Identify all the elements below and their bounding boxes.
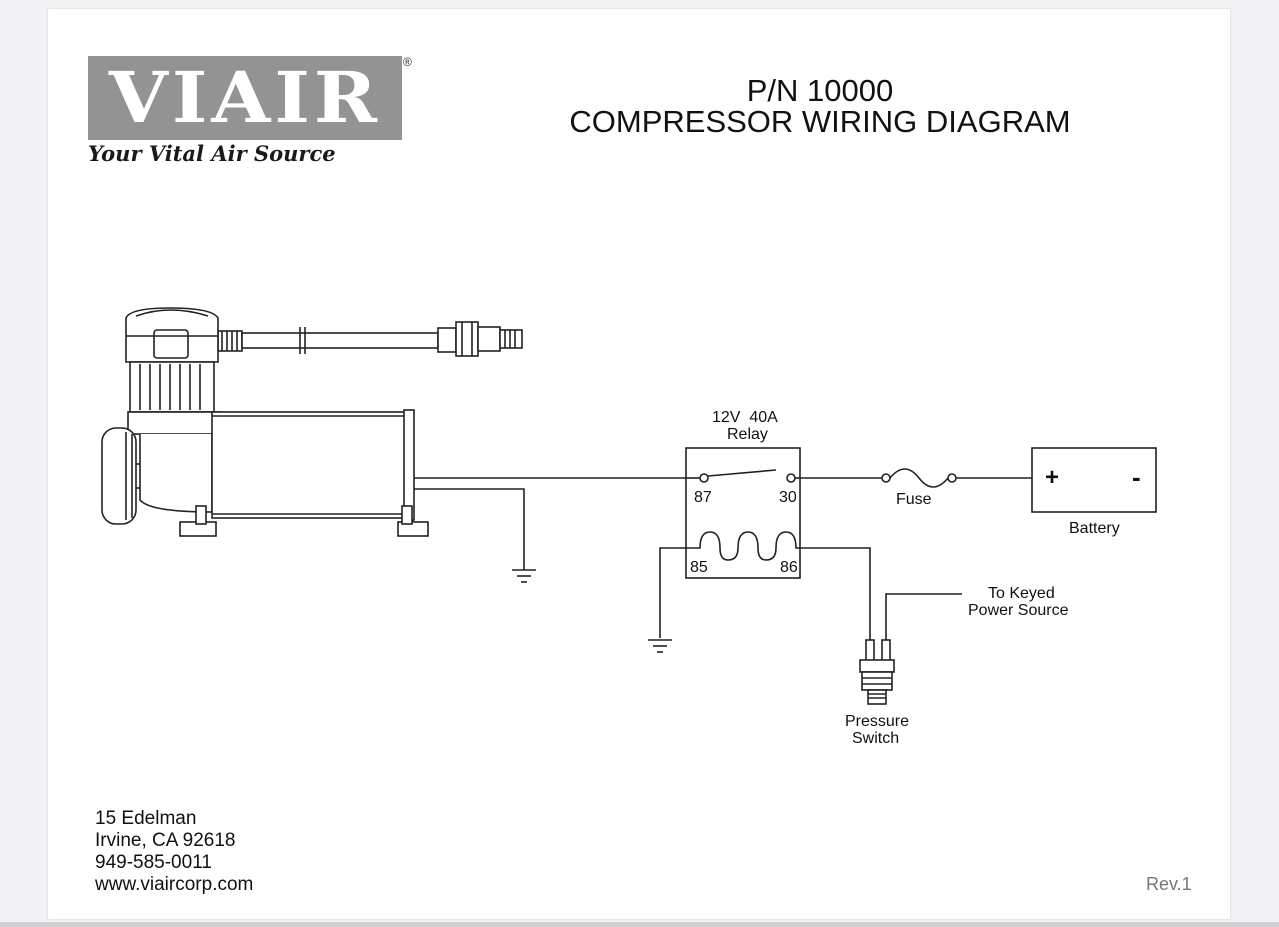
part-number: P/N 10000 xyxy=(746,73,894,108)
pressure-switch-illustration xyxy=(859,639,895,705)
wire-motor-ground xyxy=(414,488,525,570)
pressure-switch-label-line2: Switch xyxy=(852,730,900,747)
fuse-symbol xyxy=(881,468,957,488)
relay-pin-30: 30 xyxy=(779,489,797,506)
fuse-label: Fuse xyxy=(896,491,932,508)
company-address: 15 Edelman Irvine, CA 92618 949-585-0011… xyxy=(95,808,253,896)
relay-rating-label: 12V 40A xyxy=(712,409,778,426)
relay-name-label: Relay xyxy=(727,426,768,443)
scroll-edge xyxy=(0,922,1279,927)
relay-pin-85: 85 xyxy=(690,559,708,576)
logo-tagline: Your Vital Air Source xyxy=(88,141,336,166)
revision-label: Rev.1 xyxy=(1146,874,1192,894)
wire-switch-to-power xyxy=(885,593,962,654)
power-source-label-line2: Power Source xyxy=(968,602,1069,619)
diagram-name: COMPRESSOR WIRING DIAGRAM xyxy=(569,104,1071,139)
wire-86-to-switch xyxy=(800,547,871,654)
battery-label: Battery xyxy=(1069,520,1120,537)
address-city: Irvine, CA 92618 xyxy=(95,830,236,851)
ground-symbol-relay xyxy=(648,639,672,653)
relay-pin-87: 87 xyxy=(694,489,712,506)
registered-mark: ® xyxy=(403,55,412,69)
compressor-illustration xyxy=(101,307,523,537)
air-hose xyxy=(217,321,523,357)
ground-symbol-motor xyxy=(512,569,536,583)
battery-symbol xyxy=(1031,447,1157,513)
viair-logo: VIAIR xyxy=(88,56,402,140)
power-source-label-line1: To Keyed xyxy=(988,585,1055,602)
address-street: 15 Edelman xyxy=(95,808,197,829)
pressure-switch-label-line1: Pressure xyxy=(845,713,910,730)
wire-85-ground xyxy=(659,547,686,638)
relay-pin-86: 86 xyxy=(780,559,798,576)
address-phone: 949-585-0011 xyxy=(95,852,212,873)
battery-negative-terminal: - xyxy=(1132,462,1141,492)
relay-symbol xyxy=(685,447,801,579)
diagram-title: P/N 10000 COMPRESSOR WIRING DIAGRAM xyxy=(500,75,1140,137)
logo-brand-text: VIAIR xyxy=(108,56,382,139)
battery-positive-terminal: + xyxy=(1045,464,1060,491)
address-website: www.viaircorp.com xyxy=(95,874,254,895)
wires xyxy=(414,477,1032,654)
